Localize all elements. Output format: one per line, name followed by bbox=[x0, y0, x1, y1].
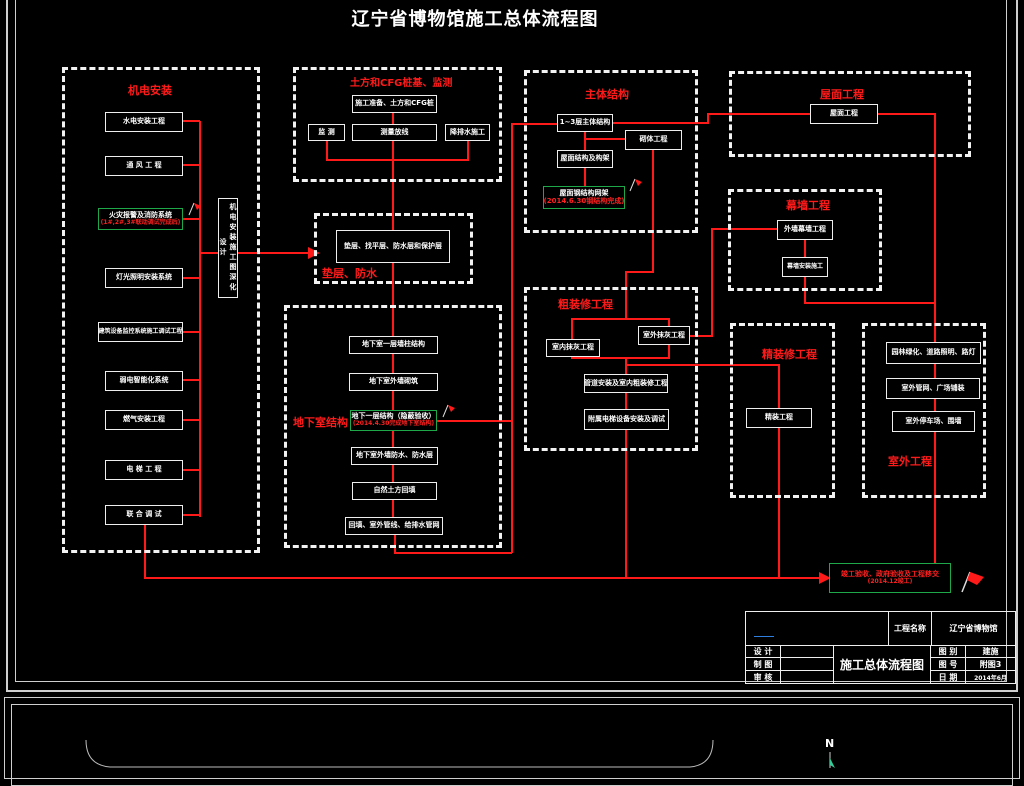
flag-icon bbox=[629, 178, 642, 192]
page-title: 辽宁省博物馆施工总体流程图 bbox=[351, 9, 599, 30]
tb-draw-label: 制 图 bbox=[745, 657, 781, 671]
group-fine-title: 精装修工程 bbox=[762, 348, 817, 361]
fine-item: 精装工程 bbox=[746, 408, 812, 428]
tb-check-label: 审 核 bbox=[745, 670, 781, 684]
earthwork-item: 测量放线 bbox=[352, 124, 437, 141]
group-cushion-title: 垫层、防水 bbox=[322, 267, 377, 280]
outer-frame bbox=[6, 0, 1018, 692]
tb-blue-line bbox=[754, 635, 774, 637]
mep-item: 建筑设备监控系统施工调试工程 bbox=[98, 322, 183, 342]
mep-item: 联 合 调 试 bbox=[105, 505, 183, 525]
group-main-structure bbox=[524, 70, 698, 233]
group-basement bbox=[284, 305, 502, 548]
basement-item: 地下室外墙砌筑 bbox=[349, 373, 438, 391]
rough-item: 管道安装及室内粗装修工程 bbox=[584, 374, 668, 393]
group-rough-decoration bbox=[524, 287, 698, 451]
mep-item: 电 梯 工 程 bbox=[105, 460, 183, 480]
curtain-item: 幕墙安装施工 bbox=[782, 257, 828, 277]
group-curtain-wall bbox=[728, 189, 882, 291]
group-roof bbox=[729, 71, 971, 157]
mep-milestone-label: 火灾报警及消防系统 bbox=[109, 210, 172, 219]
rough-item: 室外抹灰工程 bbox=[638, 326, 690, 345]
mep-item: 通 风 工 程 bbox=[105, 156, 183, 176]
tb-date-label: 日 期 bbox=[930, 670, 966, 684]
mep-item: 弱电智能化系统 bbox=[105, 371, 183, 391]
outdoor-item: 园林绿化、道路照明、路灯 bbox=[886, 342, 981, 364]
outdoor-item: 室外停车场、围墙 bbox=[892, 411, 975, 432]
group-basement-title: 地下室结构 bbox=[293, 416, 348, 429]
mep-item: 燃气安装工程 bbox=[105, 410, 183, 430]
group-cushion bbox=[314, 213, 473, 284]
group-curtain-title: 幕墙工程 bbox=[786, 199, 830, 212]
group-rough-title: 粗装修工程 bbox=[558, 298, 613, 311]
tb-date-value: 2014年6月 bbox=[965, 670, 1016, 684]
main-milestone-label: 屋面钢结构网架 bbox=[559, 188, 609, 197]
flag-icon bbox=[188, 202, 201, 216]
tb-project-value: 辽宁省博物馆 bbox=[931, 611, 1016, 646]
group-roof-title: 屋面工程 bbox=[820, 88, 864, 101]
earthwork-item: 降排水施工 bbox=[445, 124, 490, 141]
earthwork-item: 监 测 bbox=[308, 124, 345, 141]
basement-milestone: 地下一层结构（隐蔽验收）(2014.4.30完成地下室结构) bbox=[350, 410, 437, 431]
main-milestone: 屋面钢结构网架(2014.6.30钢结构完成) bbox=[543, 186, 625, 209]
group-outdoor bbox=[862, 323, 986, 498]
group-main-title: 主体结构 bbox=[585, 88, 629, 101]
mep-milestone-sub: (1#,2#,3#联动调试完成后) bbox=[100, 218, 181, 226]
main-milestone-sub: (2014.6.30钢结构完成) bbox=[543, 196, 625, 205]
mep-item: 水电安装工程 bbox=[105, 112, 183, 132]
north-label: N bbox=[825, 737, 835, 750]
main-item: 1~3层主体结构 bbox=[557, 114, 613, 132]
rough-item: 附属电梯设备安装及调试 bbox=[584, 409, 669, 430]
flag-icon bbox=[442, 404, 455, 418]
inner-frame bbox=[15, 0, 1007, 682]
roof-item: 屋面工程 bbox=[810, 104, 878, 124]
second-sheet-outline bbox=[85, 739, 835, 768]
tb-logo-cell bbox=[745, 611, 889, 646]
earthwork-item: 施工准备、土方和CFG桩 bbox=[352, 95, 437, 113]
tb-check-value bbox=[780, 670, 834, 684]
final-label: 竣工验收、政府验收及工程移交 bbox=[841, 569, 939, 578]
tb-drawing-name: 施工总体流程图 bbox=[833, 645, 931, 684]
main-item: 屋面结构及构架 bbox=[557, 150, 613, 168]
tb-number-label: 图 号 bbox=[930, 657, 966, 671]
basement-milestone-sub: (2014.4.30完成地下室结构) bbox=[352, 420, 435, 428]
mep-milestone: 火灾报警及消防系统(1#,2#,3#联动调试完成后) bbox=[98, 208, 183, 230]
tb-number-value: 附图3 bbox=[965, 657, 1016, 671]
basement-item: 地下室一层墙柱结构 bbox=[349, 336, 438, 354]
tb-project-label: 工程名称 bbox=[888, 611, 932, 646]
group-mep-title: 机电安装 bbox=[128, 84, 172, 97]
flag-icon bbox=[961, 571, 984, 593]
mep-side-label: 机电安装施工图深化设计 bbox=[218, 198, 238, 298]
main-item: 砌体工程 bbox=[625, 130, 682, 150]
group-mep bbox=[62, 67, 260, 553]
final-sub: (2014.12竣工) bbox=[867, 577, 913, 585]
group-fine-decoration bbox=[730, 323, 835, 498]
mep-item: 灯光照明安装系统 bbox=[105, 268, 183, 288]
rough-item: 室内抹灰工程 bbox=[546, 339, 600, 357]
group-outdoor-title: 室外工程 bbox=[888, 455, 932, 468]
cushion-item: 垫层、找平层、防水层和保护层 bbox=[336, 230, 450, 263]
group-earthwork-title: 土方和CFG桩基、监测 bbox=[350, 78, 453, 89]
final-milestone: 竣工验收、政府验收及工程移交(2014.12竣工) bbox=[829, 563, 951, 593]
tb-draw-value bbox=[780, 657, 834, 671]
basement-milestone-label: 地下一层结构（隐蔽验收） bbox=[351, 412, 436, 421]
outdoor-item: 室外管网、广场铺装 bbox=[886, 378, 980, 399]
basement-item: 自然土方回填 bbox=[352, 482, 437, 500]
basement-item: 回填、室外管线、给排水管网 bbox=[345, 517, 443, 535]
curtain-item: 外墙幕墙工程 bbox=[777, 220, 833, 240]
basement-item: 地下室外墙防水、防水层 bbox=[351, 447, 438, 465]
group-earthwork bbox=[293, 67, 502, 182]
